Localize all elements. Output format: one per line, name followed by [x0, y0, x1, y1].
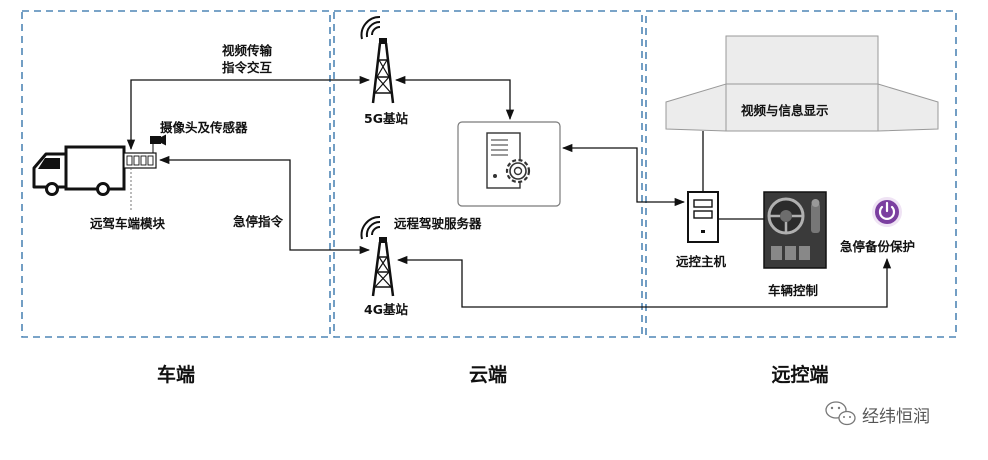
tower-5g-icon [360, 15, 395, 104]
camera-icon [150, 134, 166, 153]
server-gear-icon [457, 121, 561, 207]
tower-5g-label: 5G基站 [364, 111, 408, 126]
camera-sensors-label: 摄像头及传感器 [160, 120, 248, 135]
server-label: 远程驾驶服务器 [394, 216, 482, 231]
host-computer-icon [687, 191, 719, 243]
link-4g-vehicle [158, 155, 371, 255]
tower-4g-label: 4G基站 [364, 302, 408, 317]
watermark-text: 经纬恒润 [862, 407, 930, 427]
zone-title-vehicle: 车端 [157, 363, 195, 386]
zone-title-cloud: 云端 [469, 363, 507, 386]
link-backup-4g [396, 255, 892, 308]
tower-4g-icon [360, 215, 395, 297]
wechat-icon [825, 401, 856, 426]
link-server-host [561, 143, 686, 207]
link-5g-server [394, 75, 515, 121]
host-label: 远控主机 [676, 254, 727, 269]
vehicle-control-label: 车辆控制 [768, 283, 818, 298]
backup-protection-label: 急停备份保护 [840, 239, 915, 254]
display-label: 视频与信息显示 [741, 103, 829, 118]
command-interaction-label: 指令交互 [222, 60, 273, 75]
power-button-icon [872, 197, 902, 227]
link-5g-vehicle [126, 75, 371, 151]
truck-icon [32, 145, 126, 196]
video-transfer-label: 视频传输 [222, 43, 273, 58]
emergency-stop-cmd-label: 急停指令 [233, 214, 284, 229]
module-icon [123, 152, 157, 169]
vehicle-module-label: 远驾车端模块 [90, 216, 166, 231]
zone-title-remote: 远控端 [771, 363, 828, 386]
display-screens-icon [665, 35, 939, 132]
steering-wheel-icon [763, 191, 827, 269]
